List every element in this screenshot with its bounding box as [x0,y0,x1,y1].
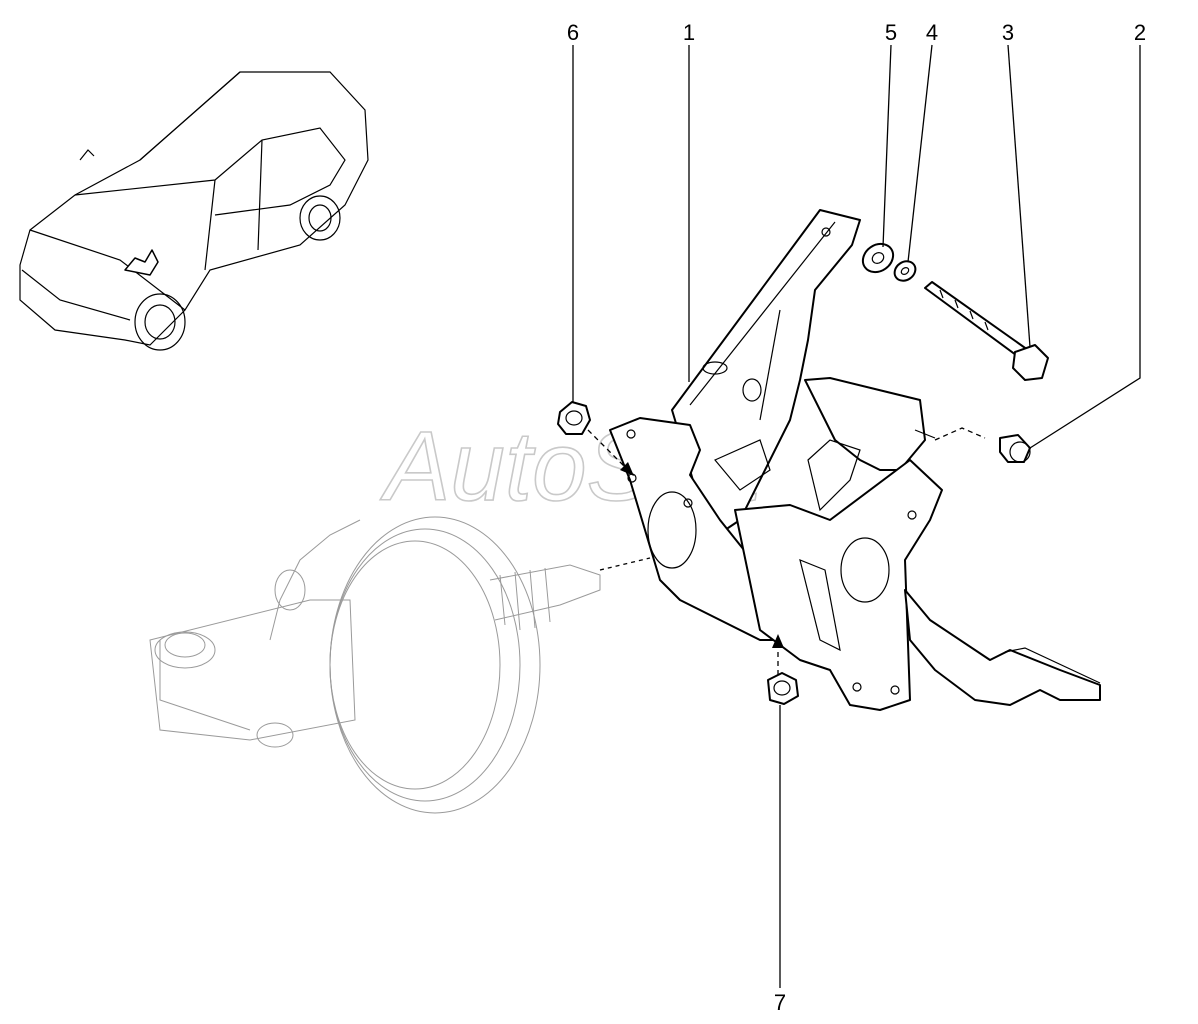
screw-part-2 [999,434,1031,463]
washer-part-4 [893,260,917,282]
car-overview-illustration [19,71,369,351]
brake-booster-assembly [149,516,601,814]
washer-part-5 [861,242,895,274]
nut-part-7 [767,672,799,705]
leader-lines [572,44,1141,988]
bolt-part-3 [924,281,1049,381]
pedal-bracket-part-1 [609,209,1101,711]
callout-6: 6 [567,20,579,45]
assembly-arrows [587,427,986,675]
callout-3: 3 [1002,20,1014,45]
callout-labels: 6 1 5 4 3 2 7 [567,20,1146,1015]
callout-7: 7 [774,990,786,1015]
callout-5: 5 [885,20,897,45]
callout-4: 4 [926,20,938,45]
nut-part-6 [557,401,591,435]
callout-1: 1 [683,20,695,45]
callout-2: 2 [1134,20,1146,45]
